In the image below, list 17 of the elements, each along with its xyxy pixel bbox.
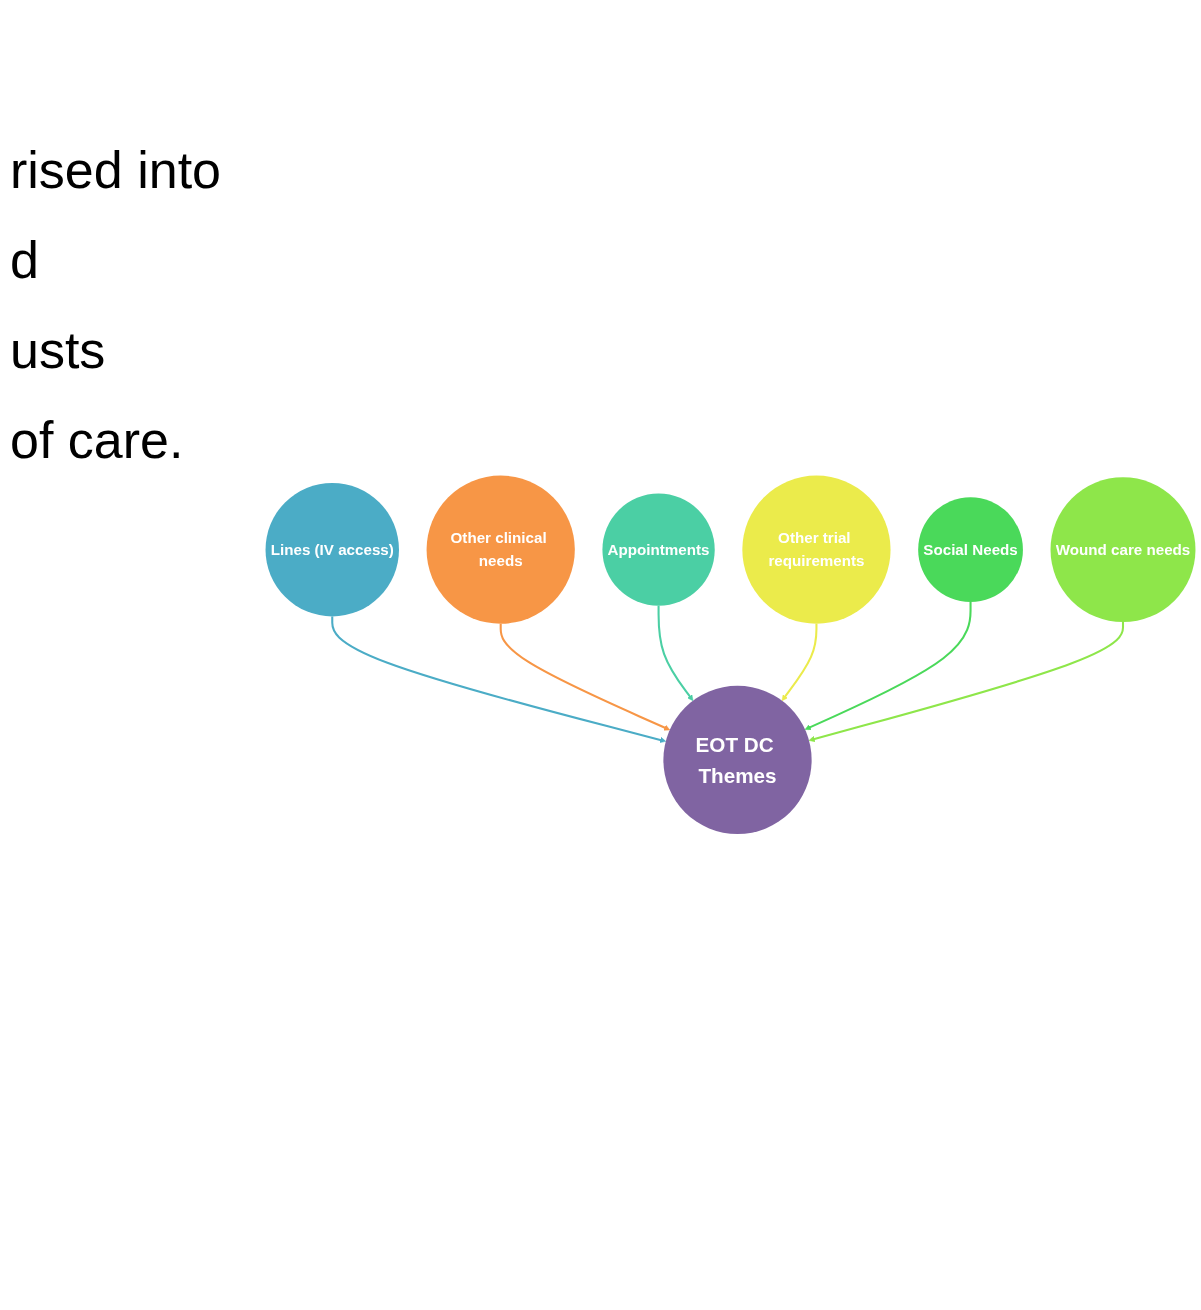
arrow (331, 616, 667, 744)
node-circle: Lines (IV access) (265, 483, 399, 617)
node-circle: Social Needs (918, 497, 1023, 603)
node-circle: Other clinical needs (426, 475, 575, 624)
arrow (657, 606, 694, 702)
slide-text: of care. (10, 410, 185, 470)
slide-text: d (10, 230, 40, 290)
arrow (808, 622, 1125, 743)
node-circle: Other trial requirements (742, 475, 891, 624)
node-circle: EOT DC Themes (663, 686, 812, 835)
arrow (781, 623, 818, 702)
node-circle: Wound care needs (1050, 477, 1196, 623)
node-circle: Appointments (602, 493, 715, 606)
arrow (804, 602, 972, 731)
slide-text: rised into (10, 140, 222, 200)
slide-text: usts (10, 320, 107, 380)
arrow (499, 623, 671, 731)
